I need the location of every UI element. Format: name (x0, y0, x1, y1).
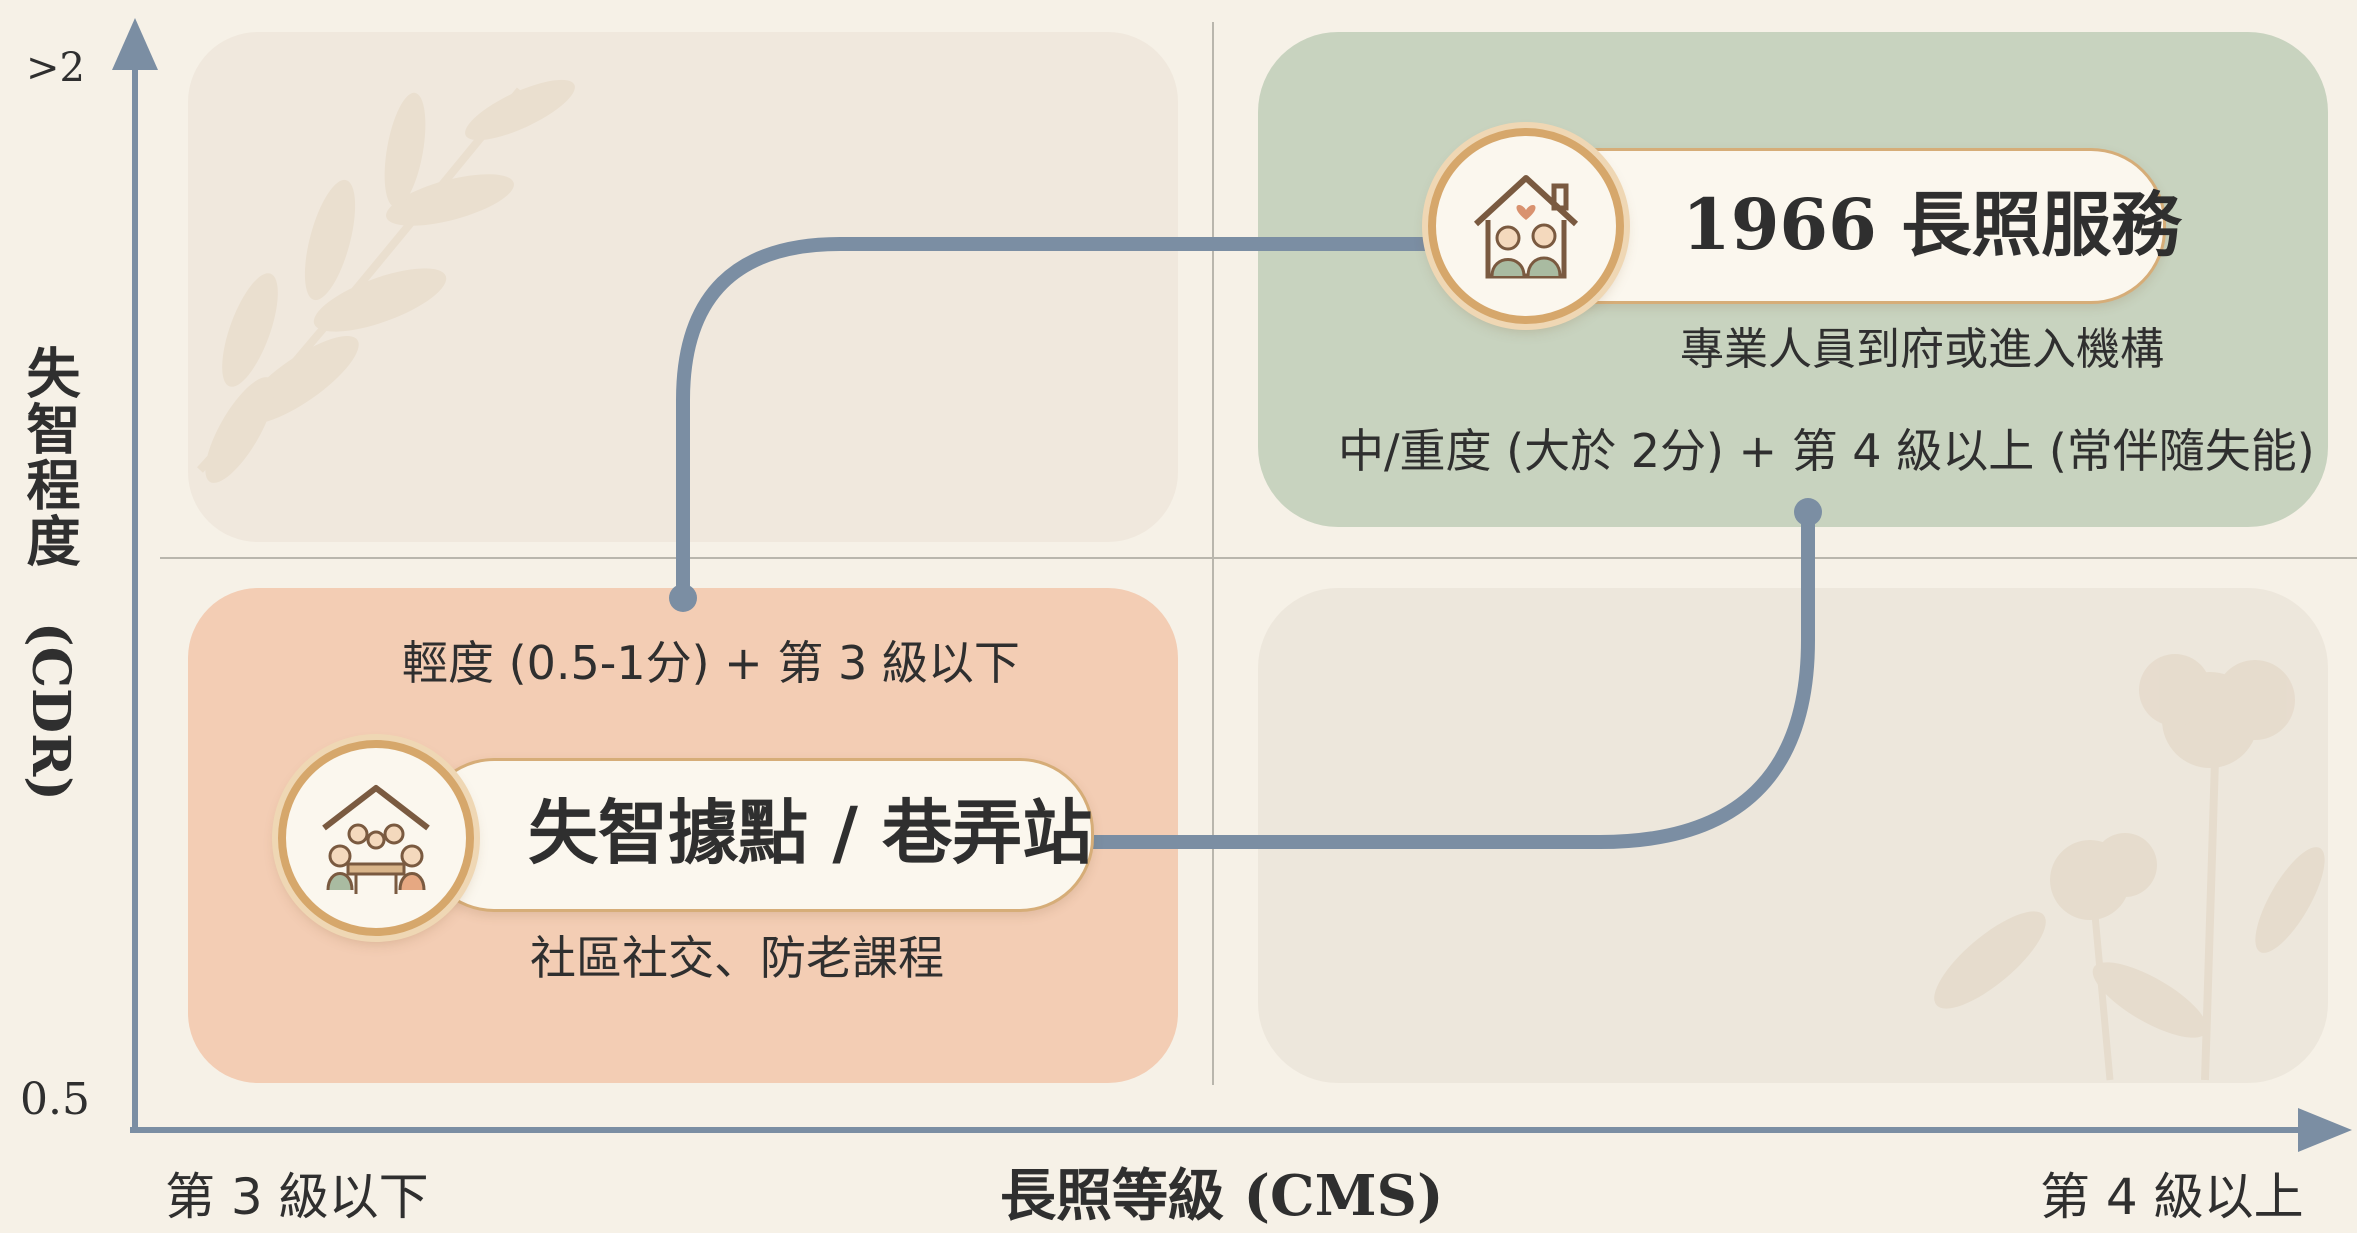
y-axis-arrow (112, 18, 158, 70)
hub-condition: 輕度 (0.5-1分) + 第 3 級以下 (402, 636, 1020, 690)
x-axis-arrow (2298, 1108, 2352, 1152)
caregivers-house-icon (1428, 128, 1624, 324)
hub-subtitle: 社區社交、防老課程 (530, 931, 944, 985)
y-axis-title: 失智程度 (17, 345, 81, 569)
service-subtitle: 專業人員到府或進入機構 (1680, 324, 2164, 375)
x-axis-right-label: 第 4 級以上 (2040, 1168, 2304, 1226)
quadrant-top-left (188, 32, 1178, 542)
service-condition: 中/重度 (大於 2分) + 第 4 級以上 (常伴隨失能) (1338, 424, 2315, 478)
connector-hub-to-service-up (676, 237, 1447, 605)
y-axis-top-label: >2 (26, 45, 85, 91)
leaf-branch-icon (197, 79, 575, 483)
y-axis-bottom-label: 0.5 (20, 1074, 90, 1125)
flower-silhouette-icon (1934, 654, 2325, 1081)
service-title: 1966 長照服務 (1682, 183, 2182, 266)
y-axis-title-suffix: (CDR) (20, 622, 81, 801)
service-title-pill (1520, 148, 2166, 304)
quadrant-bottom-right (1258, 588, 2328, 1083)
community-gathering-icon (278, 740, 474, 936)
x-axis-title: 長照等級 (CMS) (1000, 1163, 1444, 1229)
connector-hub-to-service-right (1083, 505, 1815, 849)
hub-title: 失智據點 / 巷弄站 (528, 791, 1093, 874)
x-axis-left-label: 第 3 級以下 (165, 1168, 429, 1226)
connector-dot-left (669, 584, 697, 612)
hub-title-pill (420, 758, 1094, 912)
connector-dot-right (1794, 498, 1822, 526)
